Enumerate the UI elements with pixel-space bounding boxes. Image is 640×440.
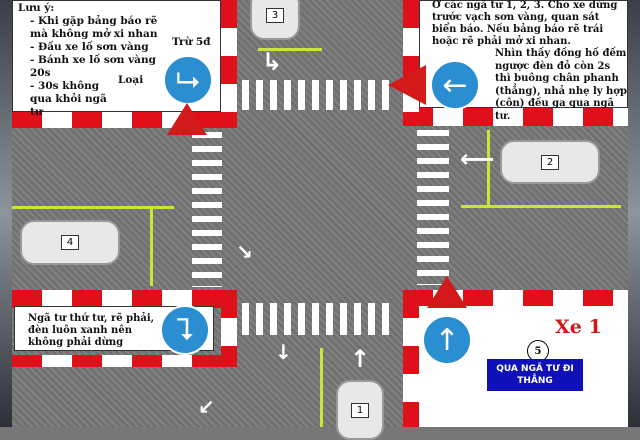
crosswalk-bottom (242, 303, 392, 335)
traffic-light-warning-sign-icon (388, 65, 426, 105)
stop-line-left (12, 206, 174, 209)
arrow-up-icon: ↑ (350, 345, 371, 373)
stop-line-bottom (320, 348, 323, 427)
note-top-right: Ở các ngã tư 1, 2, 3. Cho xe dừng trước … (432, 0, 627, 48)
stop-line-right-v (487, 130, 490, 208)
turn-left-sign-icon: ← (430, 60, 480, 110)
car-1: 1 (336, 380, 384, 440)
note-item: - Đầu xe lố sơn vàng (30, 41, 149, 53)
turn-right-sign-icon: ⮡ (163, 55, 213, 105)
curb-bottom-left-lower (12, 355, 237, 367)
penalty-label: Trừ 5đ (172, 36, 211, 48)
note-para-1: Ở các ngã tư 1, 2, 3. Cho xe dừng trước … (432, 0, 618, 47)
crosswalk-right (417, 130, 449, 285)
fail-label: Loại (118, 74, 144, 86)
car-2: 2 (500, 140, 600, 184)
arrow-curve-icon: ↙ (198, 395, 215, 419)
car-3: 3 (250, 0, 300, 40)
crosswalk-top (242, 80, 392, 110)
note-bottom-left: Ngã tư thứ tư, rẽ phải, đèn luôn xanh nê… (28, 313, 155, 348)
crosswalk-left (192, 132, 222, 287)
stop-line-right (461, 205, 621, 208)
arrow-left-icon: ⟵ (460, 145, 495, 173)
traffic-light-warning-sign-icon (167, 103, 207, 135)
note-item: - 30s không qua khỏi ngã tư (30, 80, 107, 118)
note-item: - Bánh xe lố sơn vàng 20s (30, 54, 156, 79)
note-item: - Khi gặp bảng báo rẽ mà không mở xi nha… (30, 15, 158, 40)
car-4: 4 (20, 220, 120, 265)
turn-right-down-sign-icon: ⮧ (160, 305, 210, 355)
stop-line-top (258, 48, 322, 51)
arrow-turn-icon: ↳ (262, 48, 283, 76)
curb-top-left-v (221, 0, 237, 128)
curb-top-right (403, 108, 628, 126)
curb-top-right-v (403, 0, 419, 126)
arrow-curve-icon: ↓ (275, 340, 292, 364)
background-photo-right (628, 0, 640, 427)
curb-bottom-left-v (221, 290, 237, 367)
curb-bottom-right-v (403, 290, 419, 427)
curb-bottom-left (12, 290, 237, 308)
stop-line-left-v (150, 206, 153, 286)
vehicle-label: Xe 1 (555, 316, 602, 338)
straight-ahead-sign-icon: ↑ (422, 315, 472, 365)
note-top-left: Lưu ý: - Khi gặp bảng báo rẽ mà không mở… (18, 2, 188, 119)
background-photo-left (0, 0, 12, 427)
note-para-2: Nhìn thấy đồng hồ đếm ngược đèn đỏ còn 2… (495, 48, 627, 122)
traffic-light-warning-sign-icon (427, 276, 467, 308)
step-title-box: QUA NGÃ TƯ ĐI THẲNG (487, 359, 583, 391)
note-heading: Lưu ý: (18, 2, 55, 14)
arrow-curve-icon: ↘ (236, 240, 253, 264)
